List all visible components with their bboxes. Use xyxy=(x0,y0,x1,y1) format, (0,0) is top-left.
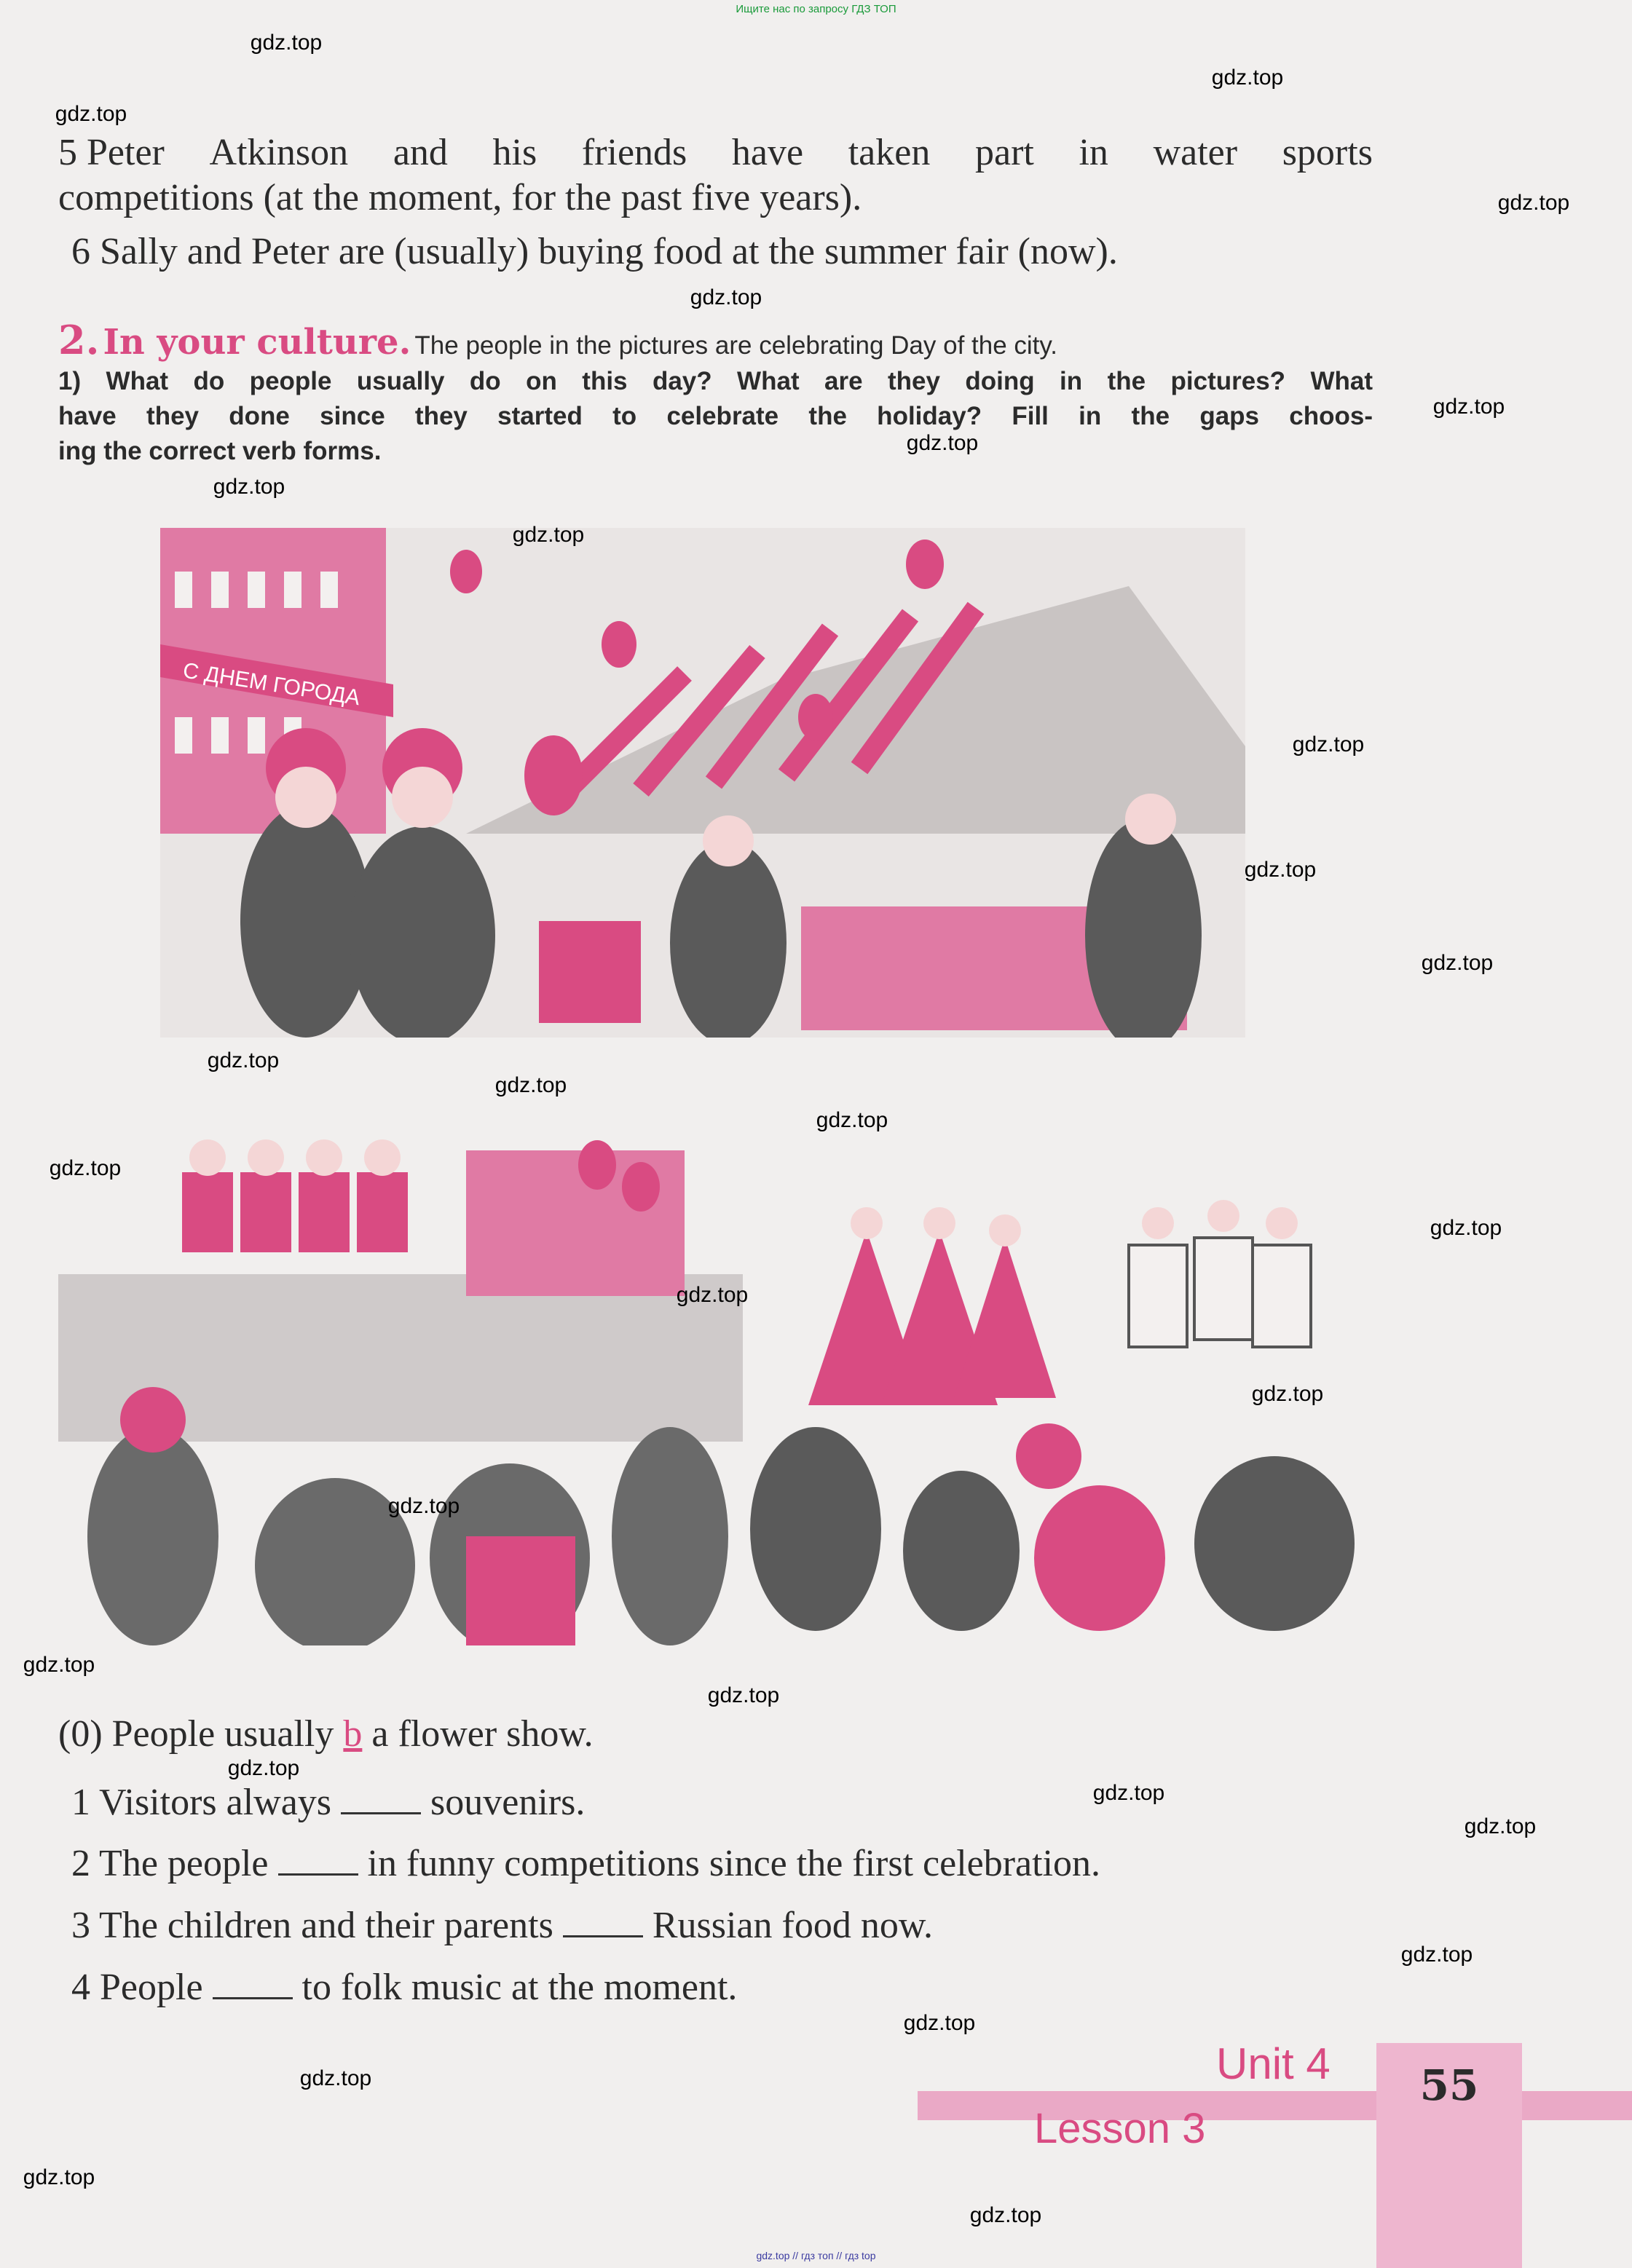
watermark: gdz.top xyxy=(213,475,285,499)
watermark: gdz.top xyxy=(969,2203,1042,2227)
bottom-watermark-text: gdz.top // гдз топ // гдз top xyxy=(756,2250,876,2261)
watermark: gdz.top xyxy=(207,1048,280,1072)
sentence-1: 1 Visitors always souvenirs. xyxy=(71,1784,585,1822)
watermark: gdz.top xyxy=(1421,951,1494,975)
watermark: gdz.top xyxy=(1251,1382,1324,1406)
sentence-end: souvenirs. xyxy=(421,1782,586,1823)
word: sports xyxy=(1282,132,1373,173)
sentence-start: 2 The people xyxy=(71,1843,278,1884)
item-5-line-2: competitions (at the moment, for the pas… xyxy=(58,177,862,218)
watermark: gdz.top xyxy=(23,2165,95,2189)
lesson-label: Lesson 3 xyxy=(1034,2105,1206,2152)
sentence-end: to folk music at the moment. xyxy=(292,1967,738,2008)
watermark: gdz.top xyxy=(1432,395,1505,419)
word: taken xyxy=(848,132,931,173)
sentence-end: a flower show. xyxy=(362,1713,594,1755)
watermark: gdz.top xyxy=(227,1756,300,1780)
musicians-illustration xyxy=(58,1129,743,1645)
answer-gap[interactable] xyxy=(341,1811,422,1814)
unit-label: Unit 4 xyxy=(1216,2039,1331,2088)
word: his xyxy=(492,132,537,173)
watermark: gdz.top xyxy=(1092,1781,1165,1805)
word: friends xyxy=(581,132,687,173)
word: have xyxy=(731,132,804,173)
watermark: gdz.top xyxy=(1292,732,1365,756)
sentence-start: 1 Visitors always xyxy=(71,1782,342,1823)
sentence-3: 3 The children and their parents Russian… xyxy=(71,1907,933,1945)
sentence-end: Russian food now. xyxy=(642,1905,933,1946)
watermark: gdz.top xyxy=(299,2066,372,2090)
page-number: 55 xyxy=(1419,2060,1479,2110)
exercise-title: In your culture. xyxy=(103,322,411,363)
word: 5 Peter xyxy=(58,132,165,173)
watermark: gdz.top xyxy=(1244,858,1317,882)
word: in xyxy=(1079,132,1108,173)
watermark: gdz.top xyxy=(1211,66,1284,90)
watermark: gdz.top xyxy=(23,1653,95,1677)
exercise-intro: The people in the pictures are celebrati… xyxy=(414,331,1058,360)
watermark: gdz.top xyxy=(49,1156,122,1180)
word: water xyxy=(1153,132,1238,173)
footer-band xyxy=(918,2091,1632,2120)
answer-gap[interactable] xyxy=(562,1935,643,1937)
watermark: gdz.top xyxy=(1497,191,1570,215)
item-6: 6 Sally and Peter are (usually) buying f… xyxy=(71,231,1118,272)
top-banner: Ищите нас по запросу ГДЗ ТОП xyxy=(736,3,896,15)
watermark: gdz.top xyxy=(676,1283,749,1307)
watermark: gdz.top xyxy=(1464,1814,1537,1838)
watermark: gdz.top xyxy=(903,2011,976,2035)
exercise-2-heading: 2. In your culture. The people in the pi… xyxy=(58,320,1057,370)
watermark: gdz.top xyxy=(250,31,323,55)
sentence-0: (0) People usually b a flower show. xyxy=(58,1715,594,1753)
watermark: gdz.top xyxy=(690,285,762,309)
word: and xyxy=(393,132,448,173)
watermark: gdz.top xyxy=(387,1494,460,1518)
folk-dancers-illustration xyxy=(743,1165,1362,1631)
sentence-start: (0) People usually xyxy=(58,1713,344,1755)
watermark: gdz.top xyxy=(707,1683,780,1707)
watermark: gdz.top xyxy=(1400,1943,1473,1967)
fair-illustration: С ДНЕМ ГОРОДА xyxy=(160,528,1245,1038)
sentence-end: in funny competitions since the first ce… xyxy=(358,1843,1101,1884)
watermark: gdz.top xyxy=(1430,1216,1502,1240)
word: part xyxy=(974,132,1034,173)
watermark: gdz.top xyxy=(55,102,127,126)
answer-gap[interactable] xyxy=(277,1873,358,1876)
item-5-line-1: 5 Peter Atkinson and his friends have taken par… xyxy=(58,134,1373,172)
instruction-line: 1) What do people usually do on this day… xyxy=(58,367,1373,395)
sentence-4: 4 People to folk music at the moment. xyxy=(71,1969,737,2007)
watermark: gdz.top xyxy=(494,1073,567,1097)
sentence-2: 2 The people in funny competitions since… xyxy=(71,1845,1100,1883)
sentence-start: 4 People xyxy=(71,1967,213,2008)
sentence-start: 3 The children and their parents xyxy=(71,1905,563,1946)
watermark: gdz.top xyxy=(816,1108,888,1132)
watermark: gdz.top xyxy=(906,431,979,455)
exercise-instructions: 1) What do people usually do on this day… xyxy=(58,364,1373,469)
sentence-answer: b xyxy=(343,1713,363,1755)
page-number-box xyxy=(1376,2043,1522,2268)
instruction-line: have they done since they started to cel… xyxy=(58,402,1373,430)
answer-gap[interactable] xyxy=(212,1996,293,1999)
watermark: gdz.top xyxy=(512,523,585,547)
instruction-line: ing the correct verb forms. xyxy=(58,437,382,465)
word: Atkinson xyxy=(209,132,349,173)
exercise-number: 2. xyxy=(58,317,100,363)
